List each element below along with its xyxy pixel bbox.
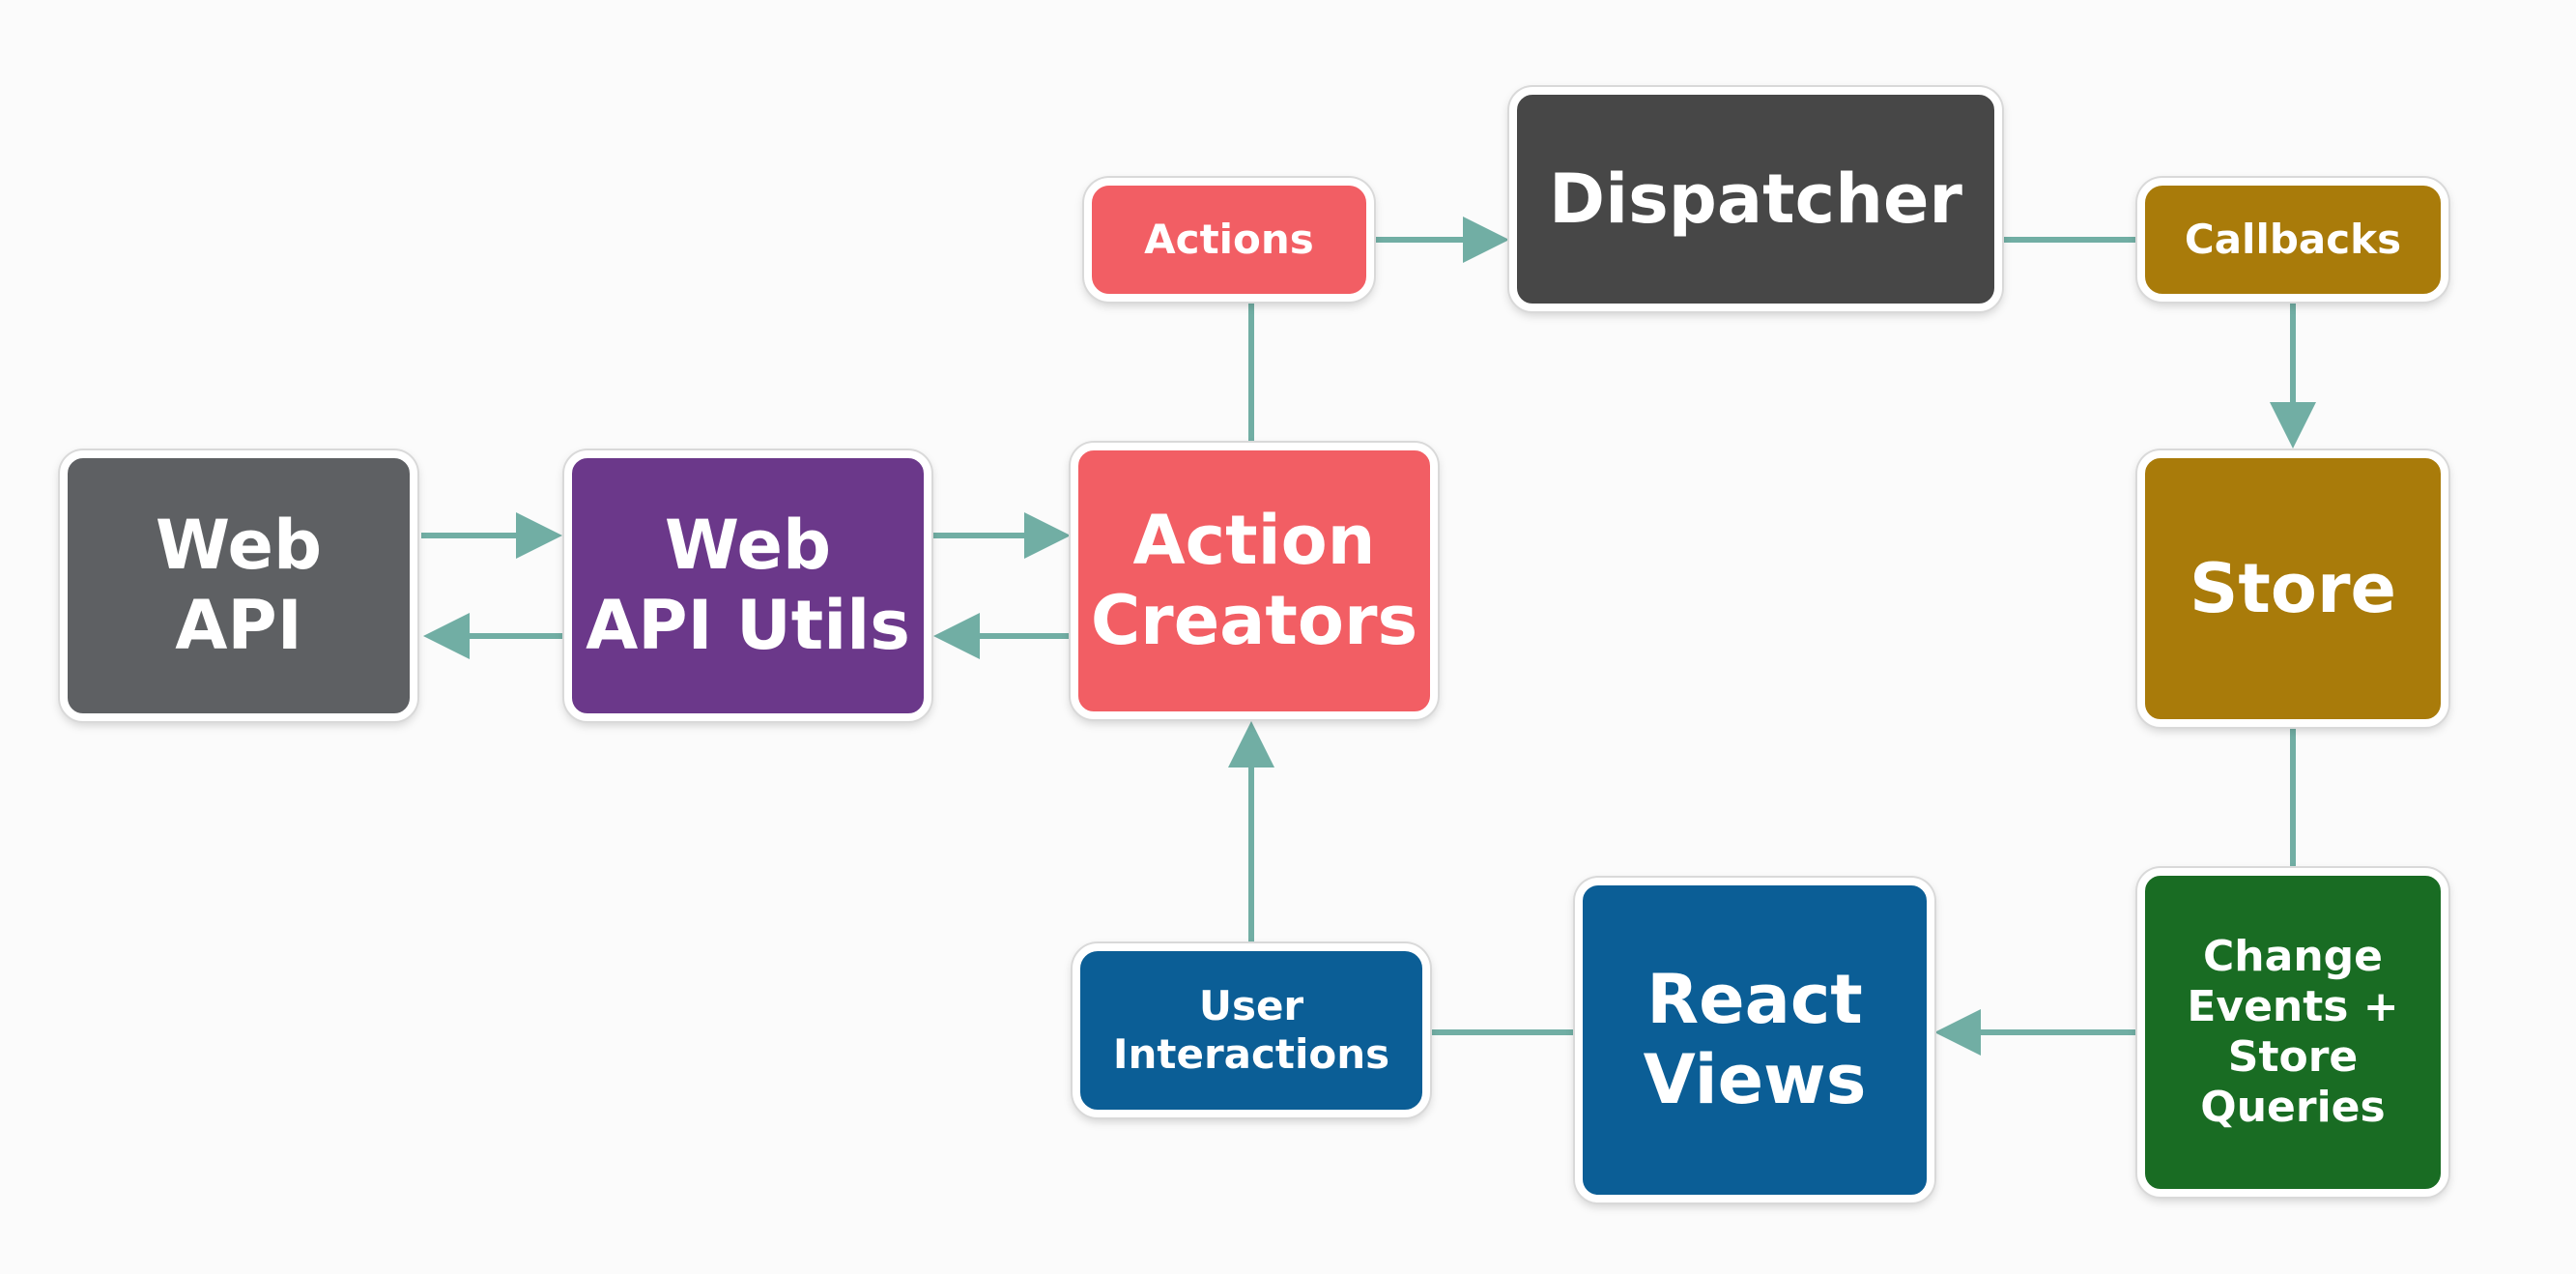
web-api-node: Web API <box>60 450 417 721</box>
action-creators-label: Action Creators <box>1090 501 1418 660</box>
actions-label: Actions <box>1144 216 1314 264</box>
store-label: Store <box>2190 548 2396 628</box>
web-api-label: Web API <box>155 506 323 665</box>
change-events-node: Change Events + Store Queries <box>2137 868 2448 1197</box>
user-interactions-node: User Interactions <box>1073 943 1430 1117</box>
actions-node: Actions <box>1084 178 1374 302</box>
callbacks-node: Callbacks <box>2137 178 2448 302</box>
action-creators-node: Action Creators <box>1071 443 1438 719</box>
web-api-utils-node: Web API Utils <box>564 450 931 721</box>
callbacks-label: Callbacks <box>2184 216 2402 264</box>
dispatcher-node: Dispatcher <box>1509 87 2002 311</box>
dispatcher-label: Dispatcher <box>1549 159 1962 239</box>
user-interactions-label: User Interactions <box>1112 982 1390 1078</box>
react-views-label: React Views <box>1643 960 1867 1119</box>
react-views-node: React Views <box>1575 878 1934 1202</box>
change-events-label: Change Events + Store Queries <box>2187 932 2399 1132</box>
web-api-utils-label: Web API Utils <box>586 506 910 665</box>
store-node: Store <box>2137 450 2448 727</box>
